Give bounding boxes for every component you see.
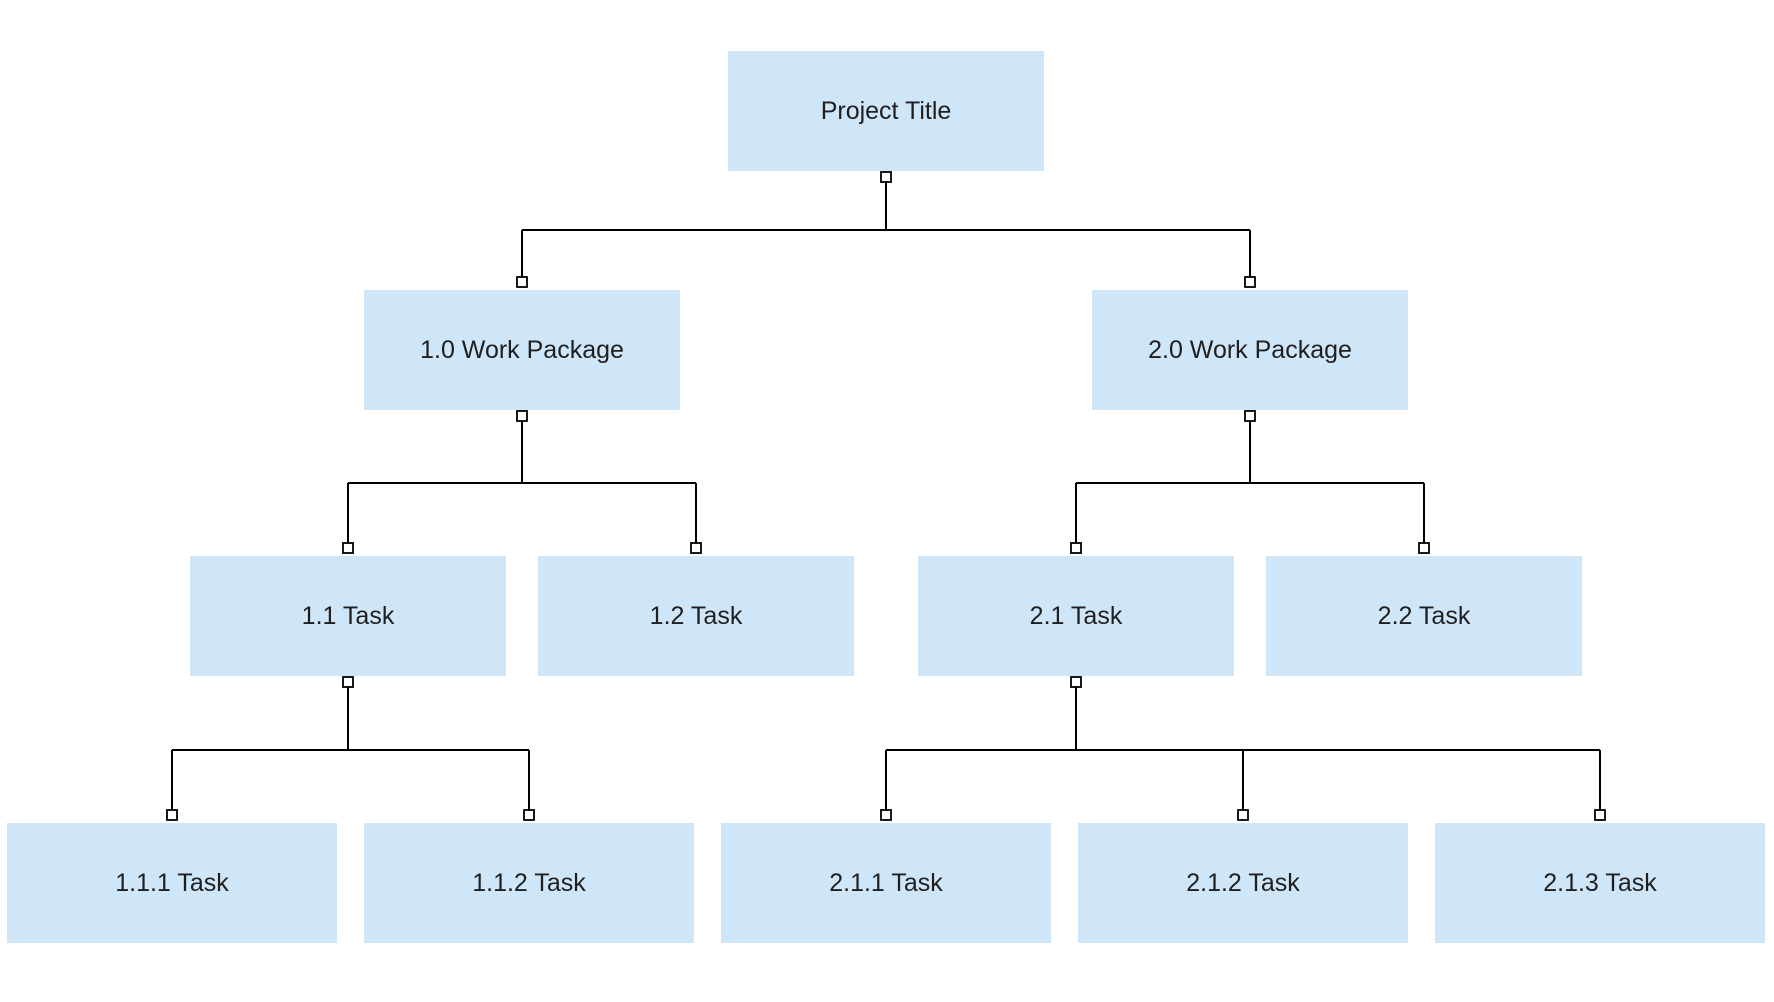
node-task-2-2[interactable]: 2.2 Task <box>1266 556 1582 676</box>
node-work-package-1[interactable]: 1.0 Work Package <box>364 290 680 410</box>
connector-port-in-t111[interactable] <box>166 809 178 821</box>
connector-port-in-t212[interactable] <box>1237 809 1249 821</box>
connector-port-in-wp2[interactable] <box>1244 276 1256 288</box>
connector-port-out-root[interactable] <box>880 171 892 183</box>
connector-port-in-t21[interactable] <box>1070 542 1082 554</box>
node-task-1-1-1[interactable]: 1.1.1 Task <box>7 823 337 943</box>
node-task-1-1-2[interactable]: 1.1.2 Task <box>364 823 694 943</box>
connector-port-in-t211[interactable] <box>880 809 892 821</box>
node-task-2-1-2[interactable]: 2.1.2 Task <box>1078 823 1408 943</box>
connector-port-in-t22[interactable] <box>1418 542 1430 554</box>
connector-port-in-wp1[interactable] <box>516 276 528 288</box>
connector-port-in-t112[interactable] <box>523 809 535 821</box>
node-work-package-2[interactable]: 2.0 Work Package <box>1092 290 1408 410</box>
connector-port-in-t11[interactable] <box>342 542 354 554</box>
node-task-2-1-1[interactable]: 2.1.1 Task <box>721 823 1051 943</box>
node-project-title[interactable]: Project Title <box>728 51 1044 171</box>
connector-port-out-t11[interactable] <box>342 676 354 688</box>
connector-port-out-wp2[interactable] <box>1244 410 1256 422</box>
node-task-2-1-3[interactable]: 2.1.3 Task <box>1435 823 1765 943</box>
node-task-1-1[interactable]: 1.1 Task <box>190 556 506 676</box>
node-task-2-1[interactable]: 2.1 Task <box>918 556 1234 676</box>
connector-port-out-wp1[interactable] <box>516 410 528 422</box>
connector-port-out-t21[interactable] <box>1070 676 1082 688</box>
connector-port-in-t12[interactable] <box>690 542 702 554</box>
connector-port-in-t213[interactable] <box>1594 809 1606 821</box>
node-task-1-2[interactable]: 1.2 Task <box>538 556 854 676</box>
